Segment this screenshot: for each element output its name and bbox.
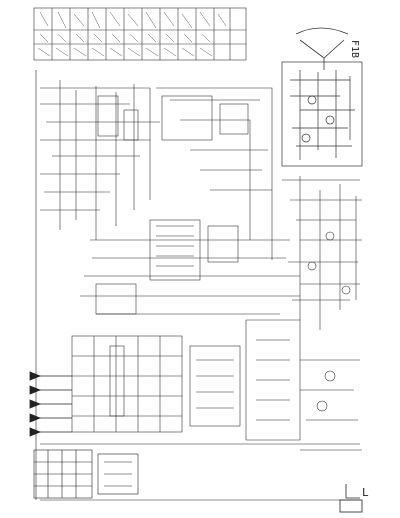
input-connectors [29,371,72,437]
main-signal-circuit [40,80,362,330]
footer-connector-mark [339,484,363,513]
frame-lines [35,70,360,501]
crt-tube-symbol [295,27,349,70]
footer-mark-label: L [362,486,369,499]
deflection-board [281,61,363,167]
reference-label: F1B [349,40,360,58]
header-parts-table [33,7,247,61]
power-supply-section [71,319,362,451]
control-key-panel [33,449,139,499]
